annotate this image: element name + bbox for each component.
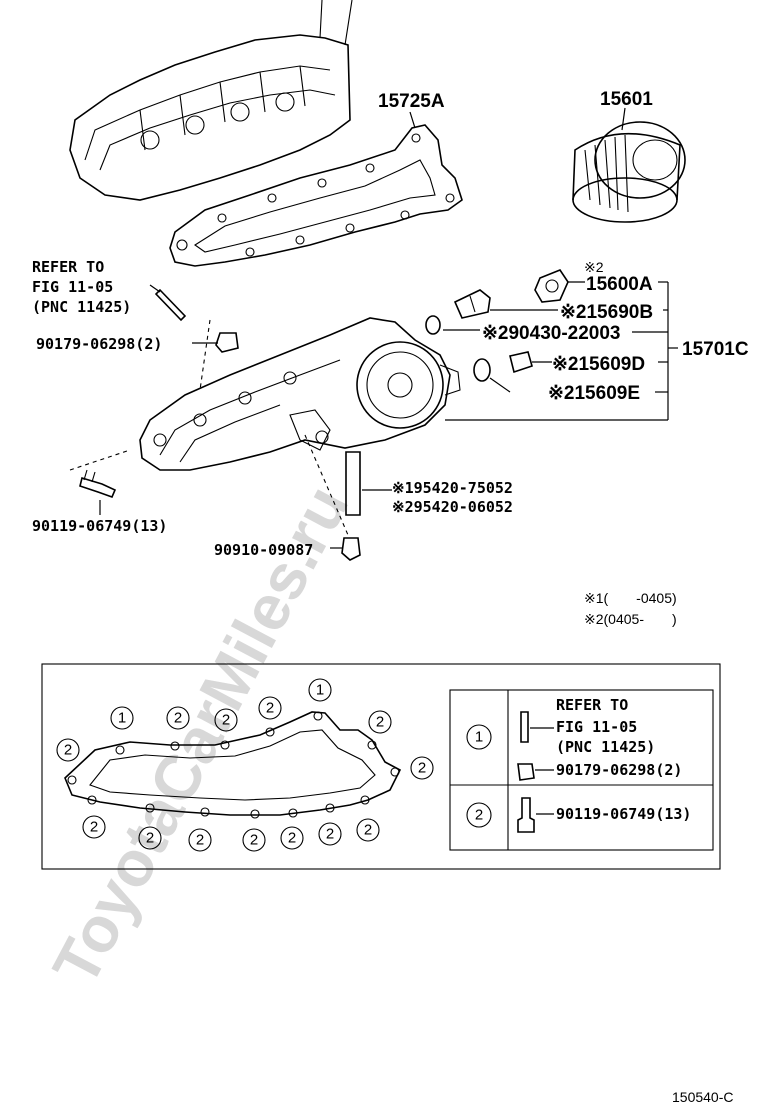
oil-cooler-illustration: [139, 317, 461, 471]
svg-text:2: 2: [90, 819, 98, 836]
label-15601: 15601: [600, 89, 653, 110]
pipe-illustration: [345, 451, 361, 516]
label-15609d: ※215609D: [552, 354, 645, 375]
label-90119: 90119-06749(13): [32, 517, 167, 535]
legend-row2-part: 90119-06749(13): [556, 805, 691, 823]
plug-15609d-illustration: [509, 351, 533, 374]
label-90179: 90179-06298(2): [36, 335, 162, 353]
gasket-marker: 2: [318, 822, 342, 846]
gasket-marker: 2: [242, 828, 266, 852]
stud-bolt-illustration: [154, 288, 187, 322]
label-pipe2: ※295420-06052: [392, 498, 513, 516]
gasket-marker: 2: [280, 826, 304, 850]
label-pipe1: ※195420-75052: [392, 479, 513, 497]
label-15609e: ※215609E: [548, 383, 640, 404]
gasket-marker: 2: [82, 815, 106, 839]
legend-bolt-icon: [517, 797, 535, 833]
svg-text:2: 2: [475, 807, 483, 824]
detail-box: [41, 663, 721, 870]
oil-filter-illustration: [572, 121, 686, 223]
legend-nut-icon: [517, 763, 535, 781]
svg-text:2: 2: [250, 832, 258, 849]
bolt-illustration: [79, 469, 117, 499]
label-15690b: ※215690B: [560, 302, 653, 323]
gasket-marker: 1: [308, 678, 332, 702]
upper-gasket-illustration: [169, 124, 463, 267]
label-90910: 90910-09087: [214, 541, 313, 559]
label-note2-15600a: ※2: [584, 259, 604, 275]
note-2: ※2(0405- ): [584, 611, 677, 627]
legend-refer-line2: FIG 11-05: [556, 718, 637, 736]
refer-line1: REFER TO: [32, 258, 104, 276]
svg-text:2: 2: [196, 832, 204, 849]
gasket-markers: 1 2 2 2 1 2 2 2 2 2 2 2 2 2 2: [56, 678, 434, 852]
svg-text:2: 2: [222, 712, 230, 729]
legend-key-1: [466, 724, 492, 750]
svg-text:2: 2: [376, 714, 384, 731]
diagram-id: 150540-C: [672, 1089, 734, 1105]
label-15725a: 15725A: [378, 91, 445, 112]
label-15600a: 15600A: [586, 274, 653, 295]
svg-text:2: 2: [64, 742, 72, 759]
leader-15725a: [409, 111, 416, 129]
gasket-15609e-illustration: [473, 358, 491, 382]
svg-text:2: 2: [364, 822, 372, 839]
assembly-bracket: [443, 281, 678, 421]
legend-refer-line1: REFER TO: [556, 696, 628, 714]
refer-line2: FIG 11-05: [32, 278, 113, 296]
valve-15690b-illustration: [453, 289, 491, 319]
svg-text:1: 1: [316, 682, 324, 699]
leader-15601: [621, 107, 626, 131]
drain-plug-illustration: [341, 537, 361, 561]
oring-90430-illustration: [425, 315, 441, 335]
svg-text:2: 2: [288, 830, 296, 847]
gasket-marker: 2: [410, 756, 434, 780]
gasket-marker: 2: [214, 708, 238, 732]
gasket-marker: 2: [258, 696, 282, 720]
legend-row1-part: 90179-06298(2): [556, 761, 682, 779]
gasket-marker: 2: [356, 818, 380, 842]
watermark: ToyotaCarMiles.ru: [39, 474, 362, 997]
gasket-marker: 1: [110, 706, 134, 730]
legend-refer-line3: (PNC 11425): [556, 738, 655, 756]
gasket-marker: 2: [188, 828, 212, 852]
svg-text:2: 2: [146, 830, 154, 847]
legend-key-2: [466, 802, 492, 828]
nut-illustration: [215, 332, 239, 353]
svg-text:2: 2: [418, 760, 426, 777]
detail-gasket-illustration: [64, 711, 402, 819]
svg-text:1: 1: [475, 729, 483, 746]
gasket-marker: 2: [368, 710, 392, 734]
legend-table: 1 2 REFER TO FIG 11-05 (PNC 11425) 90179…: [449, 689, 714, 851]
engine-block-illustration: [69, 0, 353, 201]
svg-text:2: 2: [174, 710, 182, 727]
legend-stud-icon: [520, 711, 529, 743]
svg-text:2: 2: [266, 700, 274, 717]
svg-text:1: 1: [118, 710, 126, 727]
gasket-marker: 2: [138, 826, 162, 850]
gasket-marker: 2: [166, 706, 190, 730]
label-90430: ※290430-22003: [482, 323, 620, 344]
refer-line3: (PNC 11425): [32, 298, 131, 316]
note-1: ※1( -0405): [584, 590, 677, 606]
svg-text:2: 2: [326, 826, 334, 843]
switch-15600a-illustration: [534, 269, 569, 303]
gasket-marker: 2: [56, 738, 80, 762]
label-15701c: 15701C: [682, 339, 749, 360]
